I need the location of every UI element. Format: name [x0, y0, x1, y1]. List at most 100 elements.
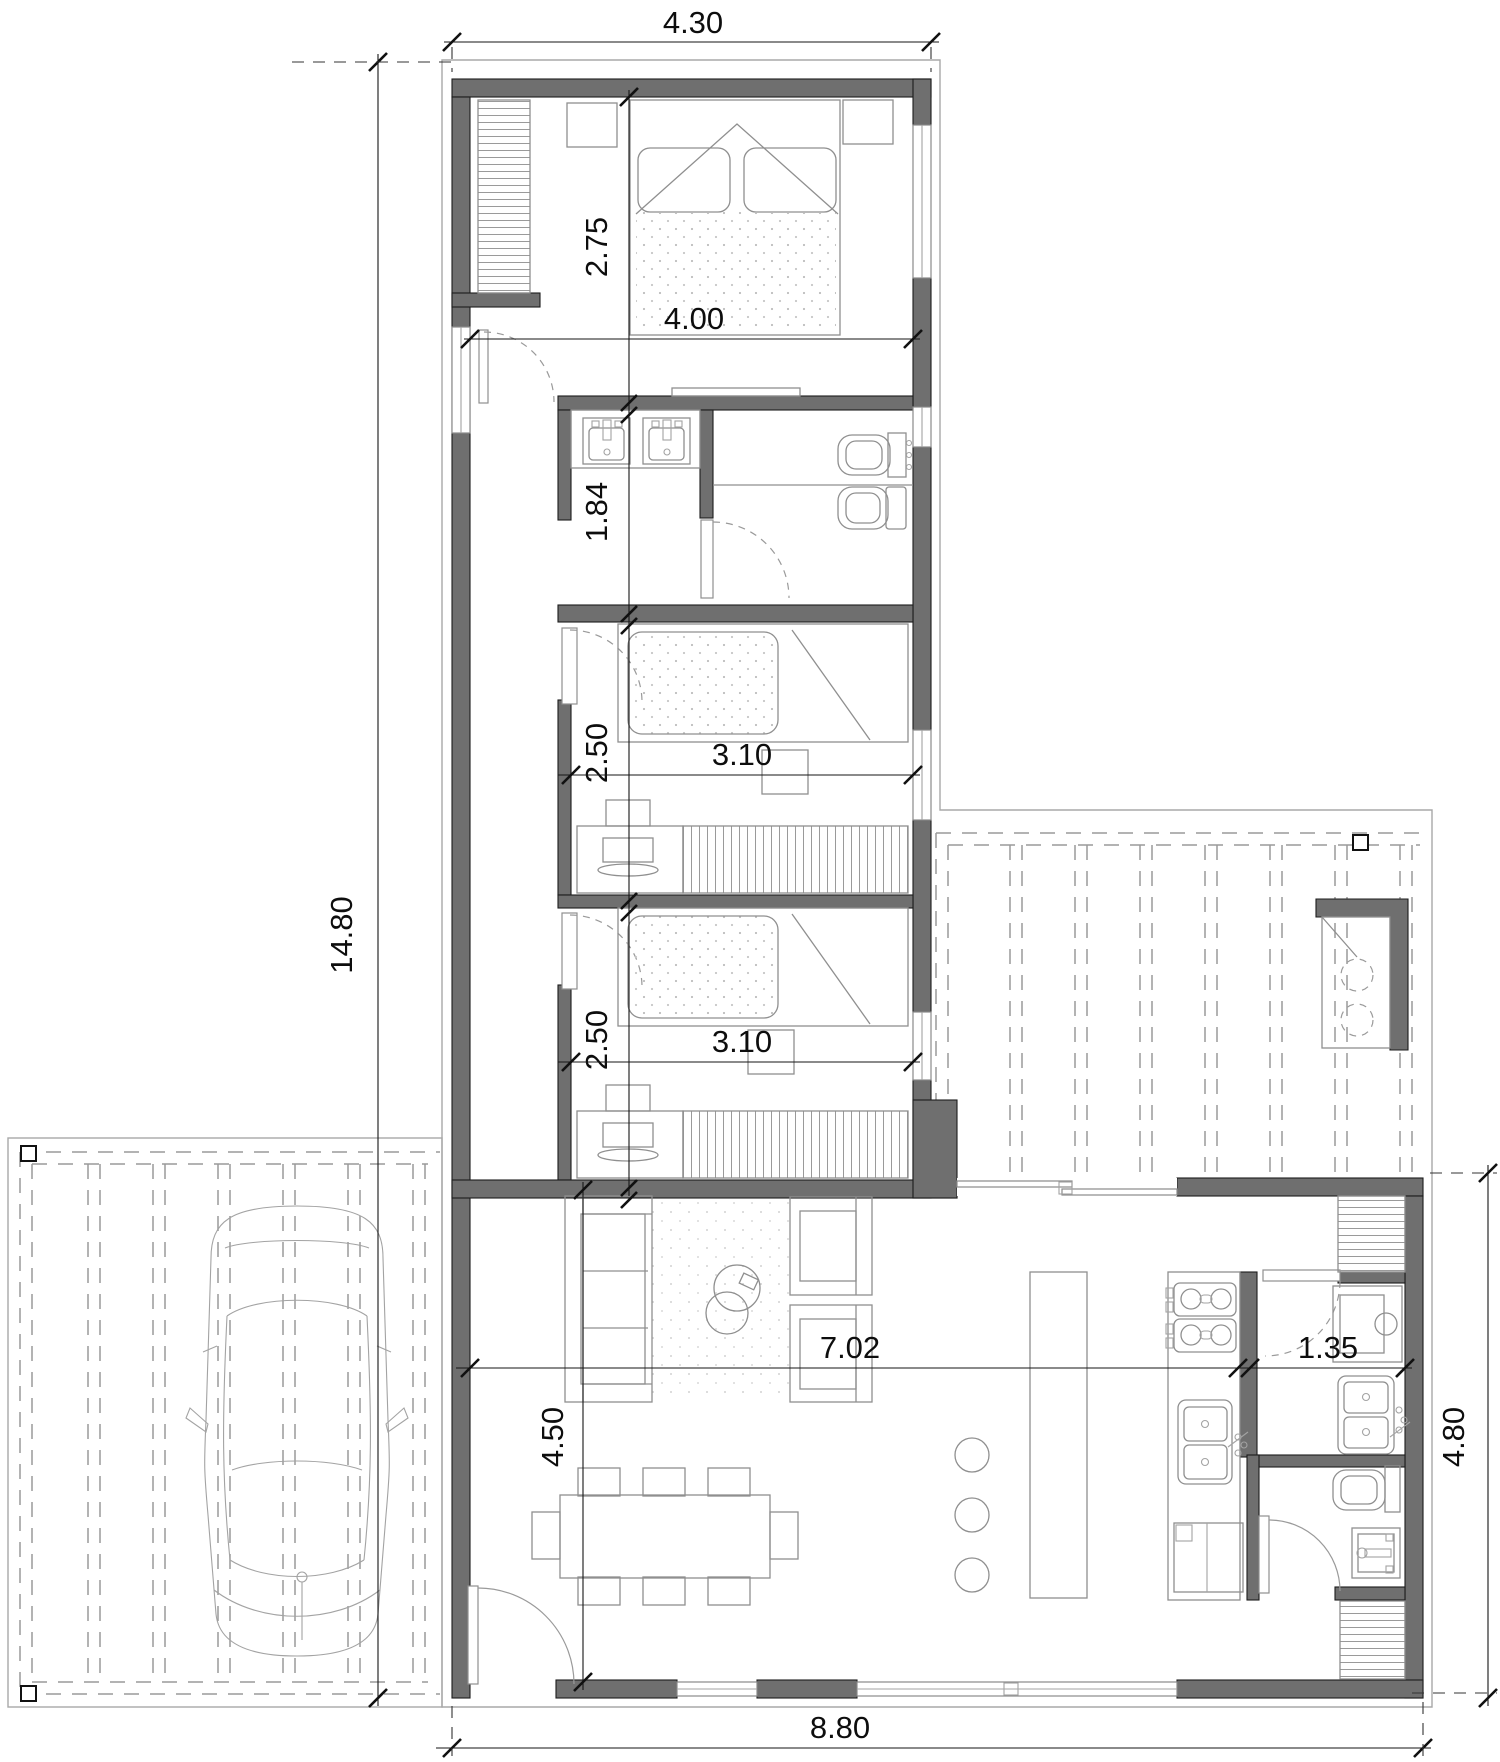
dim-label-overall-bottom: 8.80	[810, 1710, 870, 1745]
living-room	[564, 1195, 873, 1403]
armchair	[789, 1304, 873, 1403]
bar-stool	[954, 1437, 990, 1473]
rug	[648, 1198, 796, 1398]
walls	[451, 78, 1424, 1699]
dim-label-bedroom2-depth: 2.50	[579, 723, 614, 783]
dim-label-master-depth: 2.75	[579, 217, 614, 277]
dim-label-overall-top: 4.30	[663, 5, 723, 40]
master-bedroom	[477, 99, 894, 397]
dim-label-bedroom3-width: 3.10	[712, 1024, 772, 1059]
bbq-burner	[1340, 1003, 1374, 1037]
dim-label-bath-depth: 1.84	[579, 482, 614, 542]
dim-label-overall-left: 14.80	[324, 896, 359, 974]
chair	[605, 1084, 651, 1112]
door-master	[478, 329, 555, 404]
master-closet	[477, 99, 531, 294]
window-bedroom3	[912, 1011, 932, 1081]
deck-post	[1352, 834, 1369, 851]
window-hallway	[451, 326, 471, 434]
bbq-burner	[1340, 958, 1374, 992]
kitchen-island	[1029, 1271, 1088, 1599]
carport	[19, 1145, 440, 1702]
coffee-tables	[705, 1264, 761, 1335]
bedroom-2	[576, 623, 909, 894]
laundry-sink	[1332, 1285, 1403, 1363]
bedroom-3	[576, 907, 909, 1179]
kitchen-sink	[1177, 1399, 1249, 1485]
door-laundry	[1262, 1269, 1341, 1357]
window-master	[912, 124, 932, 279]
nightstand	[842, 99, 894, 145]
single-bed	[617, 907, 909, 1027]
deck-boards	[935, 832, 1428, 1176]
vanity	[570, 409, 701, 469]
dim-overall-left: 14.80	[292, 52, 452, 1708]
dim-overall-top: 4.30	[442, 5, 941, 72]
car-mirrors	[185, 1407, 409, 1433]
side-table	[747, 1029, 795, 1075]
utility-bathroom	[1332, 1465, 1406, 1680]
door-bath	[700, 519, 790, 599]
exterior-outline	[7, 59, 1433, 1708]
door-bedroom2	[561, 627, 643, 705]
dim-master-width: 4.00	[460, 301, 923, 349]
dining-chair	[531, 1511, 561, 1560]
basin	[1351, 1527, 1401, 1579]
vanity-sink	[642, 417, 691, 465]
side-table	[761, 749, 809, 795]
bidet	[837, 486, 907, 530]
toilet	[1332, 1465, 1401, 1513]
carport-deck-boards	[19, 1151, 440, 1695]
doors	[467, 329, 1341, 1685]
bbq-grill	[1315, 898, 1409, 1051]
dim-overall-bottom: 8.80	[436, 1702, 1433, 1758]
dim-label-bedroom3-depth: 2.50	[579, 1010, 614, 1070]
dim-bedroom3-width: 3.10	[558, 1024, 923, 1072]
carport-outline	[7, 1137, 443, 1708]
desk-area	[576, 1084, 684, 1179]
dining-chair	[577, 1467, 621, 1497]
windows	[451, 124, 1178, 1697]
desk-area	[576, 799, 684, 894]
window-bath	[912, 406, 932, 448]
double-sink	[1337, 1375, 1411, 1455]
desk	[576, 825, 684, 894]
book	[738, 1272, 760, 1291]
vanity-sink	[582, 417, 631, 465]
closet	[1339, 1600, 1406, 1680]
closet	[682, 825, 909, 894]
dim-label-laundry-width: 1.35	[1298, 1330, 1358, 1365]
dim-label-master-width: 4.00	[664, 301, 724, 336]
carport-post	[20, 1685, 37, 1702]
dim-label-living-width: 7.02	[820, 1330, 880, 1365]
desk	[576, 1110, 684, 1179]
shelf	[671, 387, 801, 397]
car	[185, 1205, 409, 1657]
dim-label-overall-right: 4.80	[1436, 1407, 1471, 1467]
dimensions: 4.30 14.80 2.75 1.84 2.50 2.50 4.00	[292, 5, 1498, 1758]
window-front-1	[676, 1681, 758, 1697]
double-bed	[629, 99, 841, 336]
window-bedroom2	[912, 729, 932, 821]
sliding-door-deck	[956, 1178, 1178, 1196]
dining-area	[531, 1467, 799, 1606]
kitchen	[954, 1195, 1411, 1601]
bathroom	[570, 409, 913, 530]
pillow	[743, 147, 837, 213]
pantry	[1337, 1195, 1406, 1273]
dining-chair	[642, 1576, 686, 1606]
nightstand	[566, 102, 618, 148]
dining-chair	[577, 1576, 621, 1606]
dining-chair	[707, 1576, 751, 1606]
dim-label-living-depth: 4.50	[535, 1407, 570, 1467]
carport-post	[20, 1145, 37, 1162]
toilet	[837, 432, 913, 478]
dim-bedroom2-width: 3.10	[558, 737, 923, 785]
dining-table	[559, 1494, 771, 1579]
closet	[682, 1110, 909, 1179]
dim-living-depth: 4.50	[535, 1180, 593, 1692]
dining-chair	[707, 1467, 751, 1497]
armchair	[789, 1196, 873, 1296]
